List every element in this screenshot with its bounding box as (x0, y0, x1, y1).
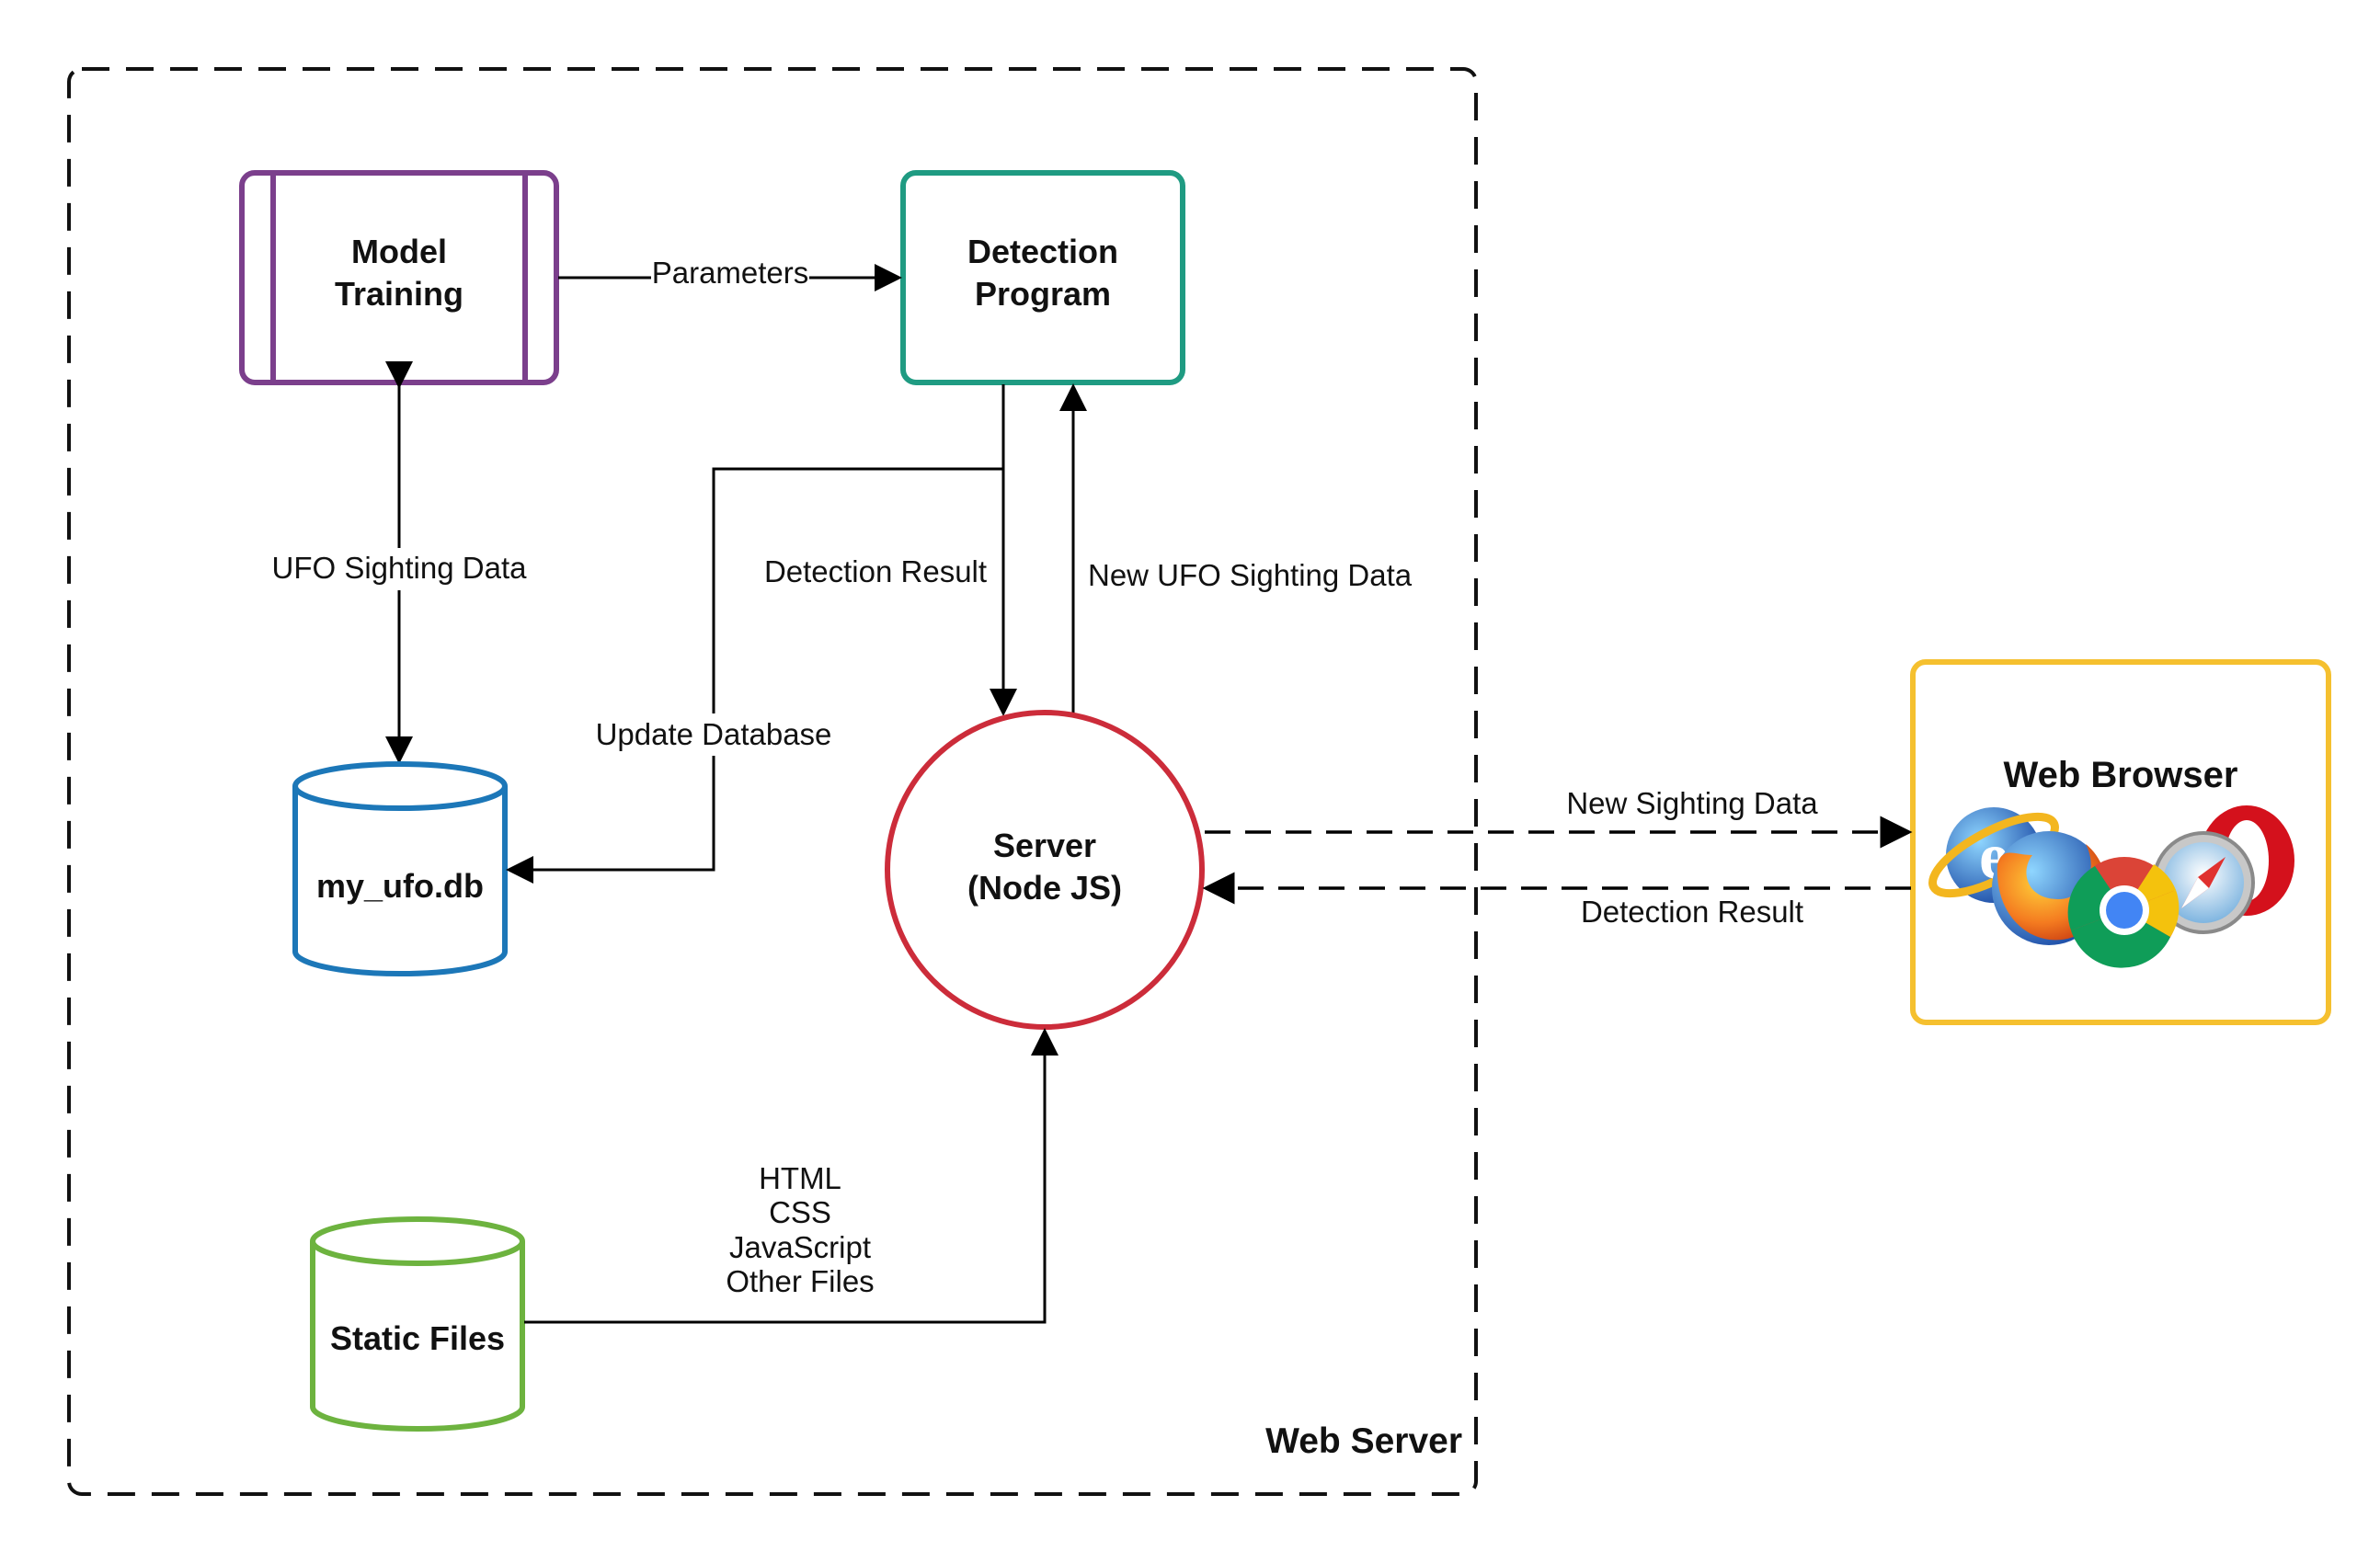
model-training-line1: Model (351, 233, 447, 270)
detection-program-line2: Program (975, 275, 1111, 313)
parameters-label: Parameters (652, 256, 809, 290)
update-database-label: Update Database (596, 717, 832, 751)
browser-icons: e (1928, 805, 2294, 968)
web-server-frame (67, 67, 1478, 1496)
model-training-node[interactable]: Model Training (239, 170, 559, 385)
detection-program-line1: Detection (967, 233, 1118, 270)
new-sighting-data-label: New Sighting Data (1566, 786, 1818, 820)
static-files-edge (524, 1028, 1058, 1324)
static-files-line1: HTML (759, 1161, 841, 1195)
database-label: my_ufo.db (316, 867, 484, 905)
web-server-label: Web Server (1265, 1421, 1462, 1461)
server-node[interactable]: Server (Node JS) (885, 710, 1205, 1030)
server-line2: (Node JS) (967, 869, 1122, 907)
static-files-line4: Other Files (726, 1264, 874, 1298)
browser-detection-result-label: Detection Result (1581, 895, 1803, 929)
detection-result-label: Detection Result (764, 554, 987, 588)
static-files-line3: JavaScript (729, 1230, 871, 1264)
ufo-sighting-data-label: UFO Sighting Data (272, 551, 528, 585)
model-training-line2: Training (335, 275, 463, 313)
update-database-edge (506, 467, 1003, 884)
detection-program-node[interactable]: Detection Program (900, 170, 1185, 385)
server-line1: Server (993, 827, 1096, 864)
static-files-label: Static Files (330, 1319, 505, 1357)
web-browser-label: Web Browser (2004, 755, 2238, 795)
new-ufo-sighting-data-label: New UFO Sighting Data (1088, 558, 1413, 592)
database-node[interactable]: my_ufo.db (292, 761, 508, 976)
static-files-node[interactable]: Static Files (310, 1216, 525, 1432)
static-files-line2: CSS (769, 1195, 831, 1229)
chrome-icon (2067, 857, 2180, 968)
